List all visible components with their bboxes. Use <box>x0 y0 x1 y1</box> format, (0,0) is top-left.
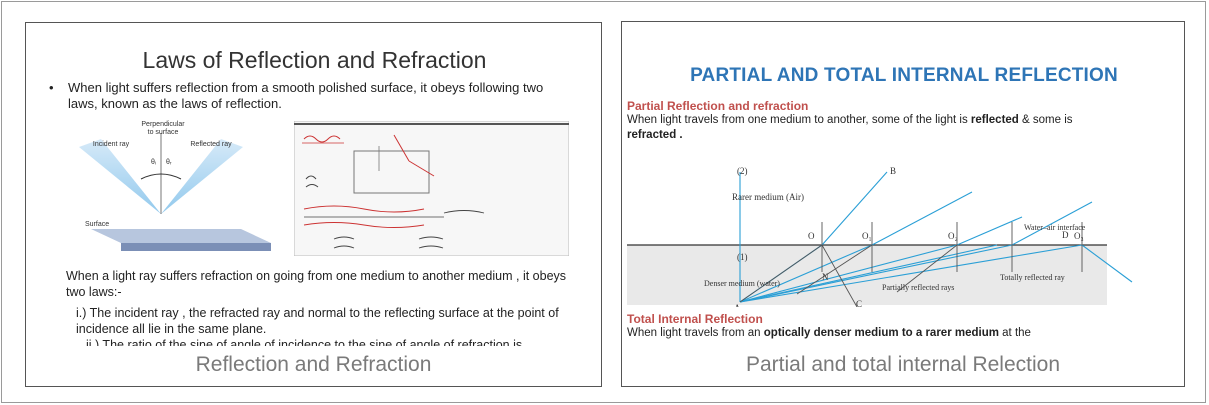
label-N: N <box>822 272 829 282</box>
refraction-intro: When a light ray suffers refraction on g… <box>66 269 567 299</box>
label-A: A <box>734 303 741 307</box>
partial-text-refracted: refracted . <box>627 129 683 141</box>
sketch-rect <box>353 150 430 194</box>
theta-r: θᵣ <box>166 159 172 166</box>
label-O1: O₁ <box>862 231 872 241</box>
partial-text: When light travels from one medium to an… <box>627 113 1167 143</box>
reflected-beam <box>161 139 243 214</box>
surface-top <box>91 229 271 243</box>
angle-arc <box>140 173 182 180</box>
label-B: B <box>890 166 896 176</box>
incident-beam <box>79 139 161 214</box>
slide-caption: Partial and total internal Relection <box>745 353 1060 376</box>
refraction-diagram: (2) Rarer medium (Air) (1) Denser medium… <box>627 166 1133 307</box>
slide-reflection-refraction[interactable]: Laws of Reflection and Refraction • When… <box>25 22 602 387</box>
slide-caption: Reflection and Refraction <box>195 353 432 376</box>
perpendicular-label: Perpendicular <box>141 121 185 128</box>
to-surface-label: to surface <box>148 129 179 136</box>
total-text-bold: optically denser medium to a rarer mediu… <box>763 327 999 339</box>
label-rarer: Rarer medium (Air) <box>732 192 804 202</box>
reflection-figure: Perpendicular to surface Incident ray Re… <box>79 121 271 251</box>
label-1: (1) <box>737 252 748 262</box>
label-2: (2) <box>737 166 748 176</box>
label-partially: Partially reflected rays <box>882 283 954 292</box>
bullet-text: • When light suffers reflection from a s… <box>49 80 568 112</box>
partial-text-a: When light travels from one medium to an… <box>627 114 971 126</box>
label-O: O <box>808 231 815 241</box>
surface-front <box>121 243 271 251</box>
label-D: D <box>1062 230 1069 240</box>
total-heading: Total Internal Reflection <box>627 312 763 326</box>
sketch-formula <box>303 205 425 213</box>
label-denser: Denser medium (water) <box>704 279 780 288</box>
theta-i: θᵢ <box>151 159 156 166</box>
incident-label: Incident ray <box>93 141 130 148</box>
bullet-label: When light suffers reflection from a smo… <box>68 80 544 111</box>
label-C: C <box>856 299 862 307</box>
law-two: ii.) The ratio of the sine of angle of i… <box>86 338 523 346</box>
total-text: When light travels from an optically den… <box>627 326 1167 341</box>
reflected-label: Reflected ray <box>190 141 232 148</box>
label-O2: O₂ <box>948 231 958 241</box>
bullet-dot: • <box>49 80 54 95</box>
law-one: i.) The incident ray , the refracted ray… <box>76 306 559 336</box>
slide-title: PARTIAL AND TOTAL INTERNAL REFLECTION <box>690 65 1118 86</box>
label-totally: Totally reflected ray <box>1000 273 1065 282</box>
label-water-air: Water–air interface <box>1024 223 1086 232</box>
partial-heading: Partial Reflection and refraction <box>627 99 809 113</box>
total-text-a: When light travels from an <box>627 327 764 339</box>
surface-label: Surface <box>85 221 109 228</box>
partial-text-reflected: reflected <box>970 114 1019 126</box>
slide-title: Laws of Reflection and Refraction <box>142 47 487 73</box>
label-O3: O₃ <box>1074 231 1084 241</box>
whiteboard-sketch <box>294 121 569 256</box>
total-text-c: at the <box>998 327 1031 339</box>
slide-partial-total-reflection[interactable]: PARTIAL AND TOTAL INTERNAL REFLECTION Pa… <box>621 21 1185 387</box>
sketch-heading <box>303 135 341 143</box>
partial-text-c: & some is <box>1018 114 1073 126</box>
